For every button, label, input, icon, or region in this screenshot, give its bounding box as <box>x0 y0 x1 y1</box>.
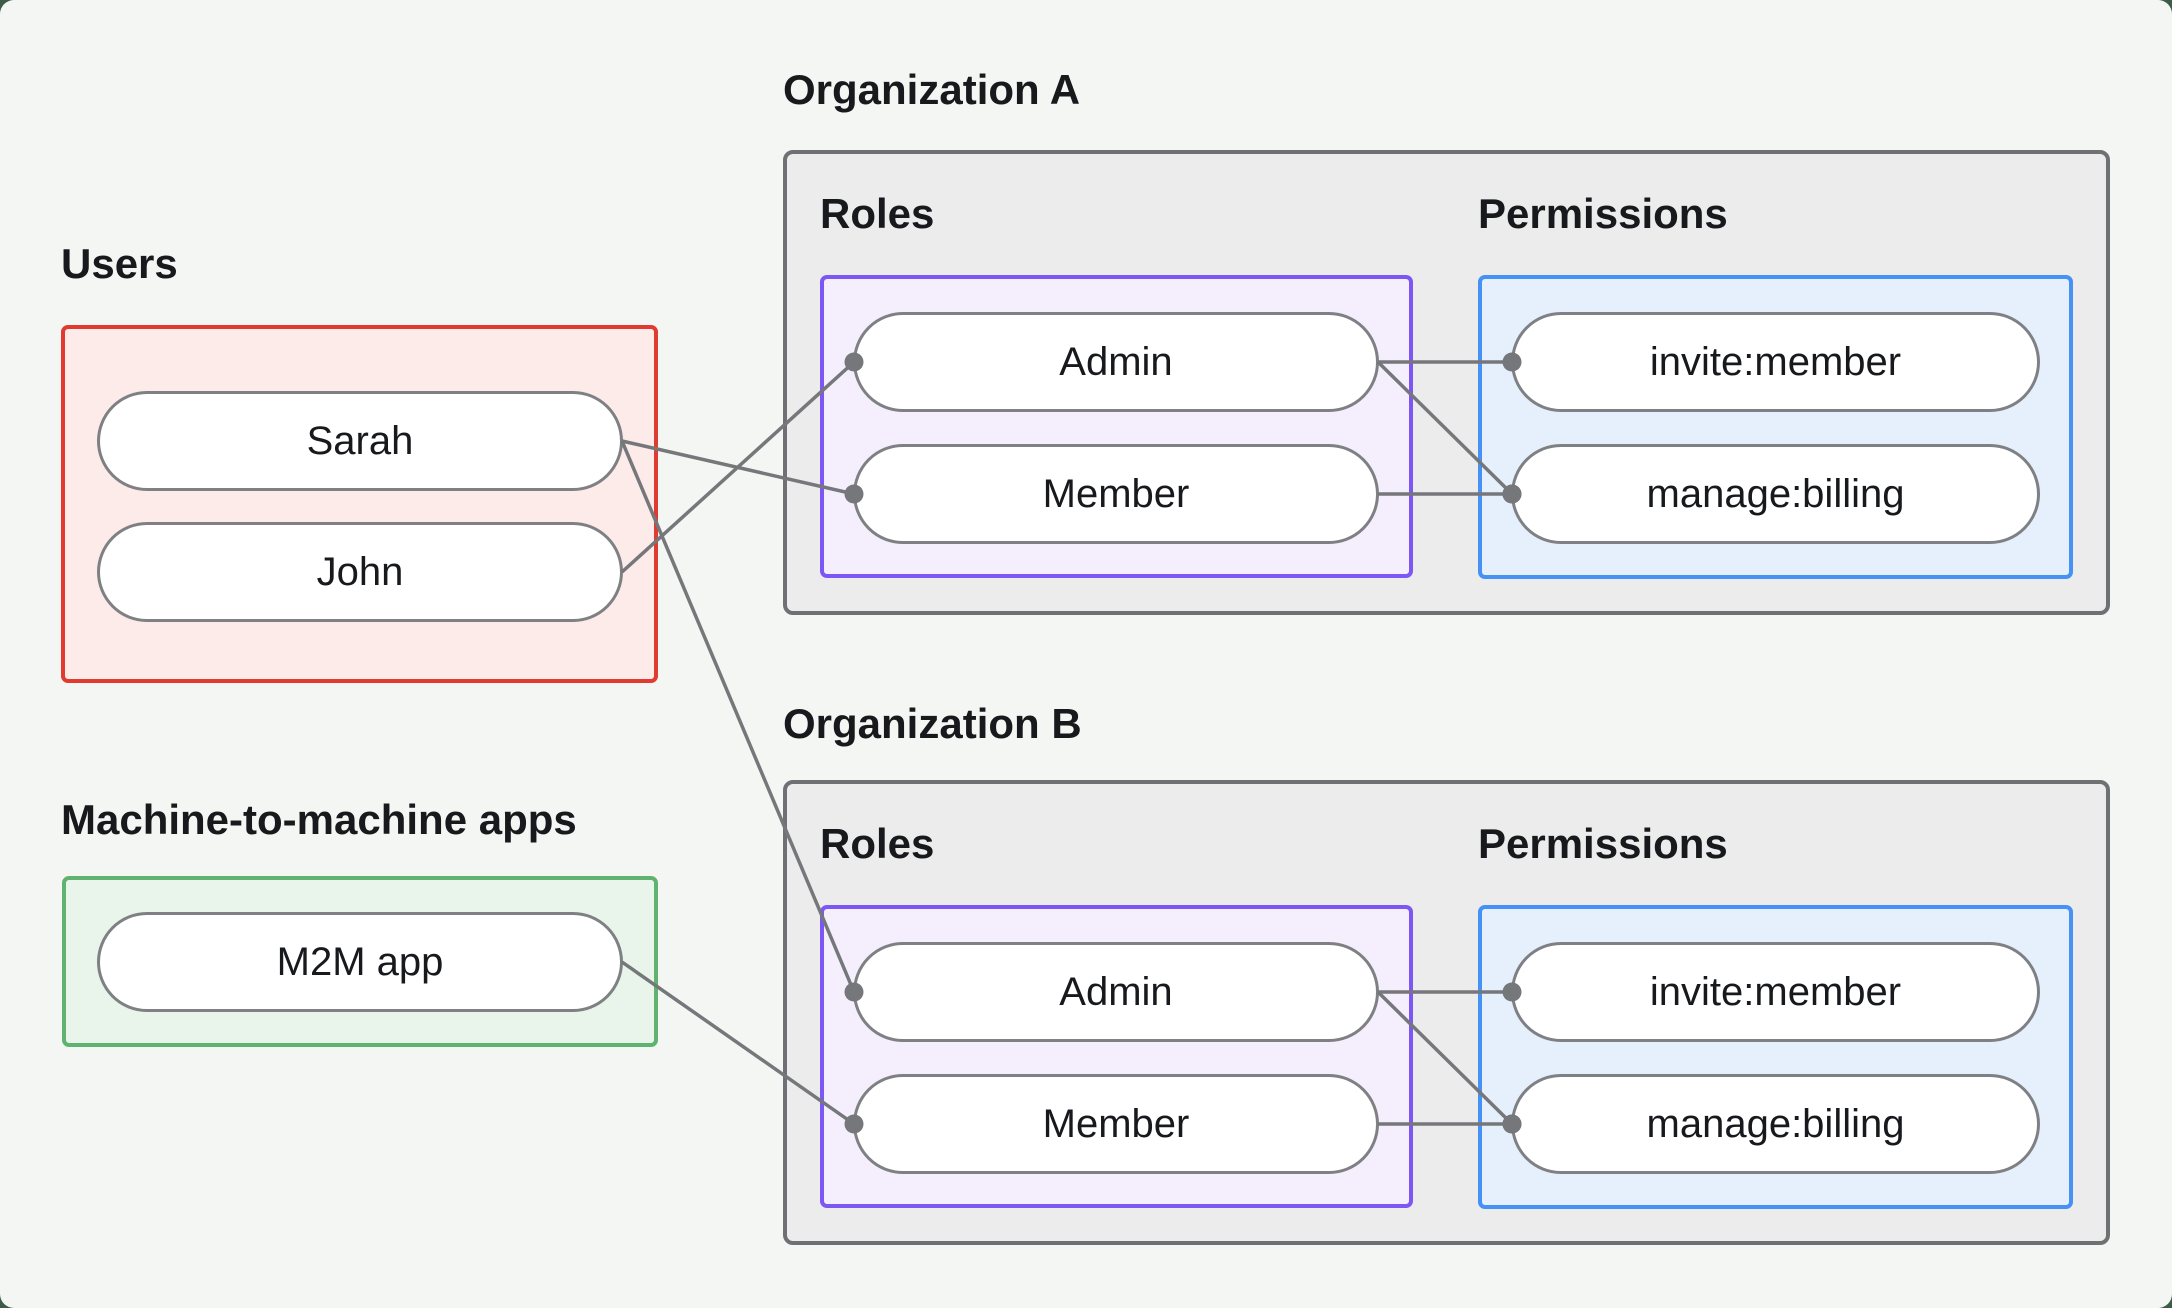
m2m-section-label: Machine-to-machine apps <box>61 796 577 843</box>
org-b-role-member: Member <box>853 1074 1379 1174</box>
org-a-role-admin: Admin <box>853 312 1379 412</box>
org-b-permissions-label: Permissions <box>1478 820 1728 867</box>
org-b-title: Organization B <box>783 700 1082 747</box>
users-group-box <box>61 325 658 683</box>
org-a-roles-label: Roles <box>820 190 935 237</box>
org-b-permission-invite-member: invite:member <box>1511 942 2040 1042</box>
org-a-permission-manage-billing: manage:billing <box>1511 444 2040 544</box>
org-b-roles-label: Roles <box>820 820 935 867</box>
org-b-permission-manage-billing: manage:billing <box>1511 1074 2040 1174</box>
users-section-label: Users <box>61 240 178 287</box>
user-node-sarah: Sarah <box>97 391 623 491</box>
m2m-app-node: M2M app <box>97 912 623 1012</box>
org-a-title: Organization A <box>783 66 1081 113</box>
org-a-permissions-label: Permissions <box>1478 190 1728 237</box>
org-a-role-member: Member <box>853 444 1379 544</box>
org-b-role-admin: Admin <box>853 942 1379 1042</box>
org-a-permission-invite-member: invite:member <box>1511 312 2040 412</box>
user-node-john: John <box>97 522 623 622</box>
